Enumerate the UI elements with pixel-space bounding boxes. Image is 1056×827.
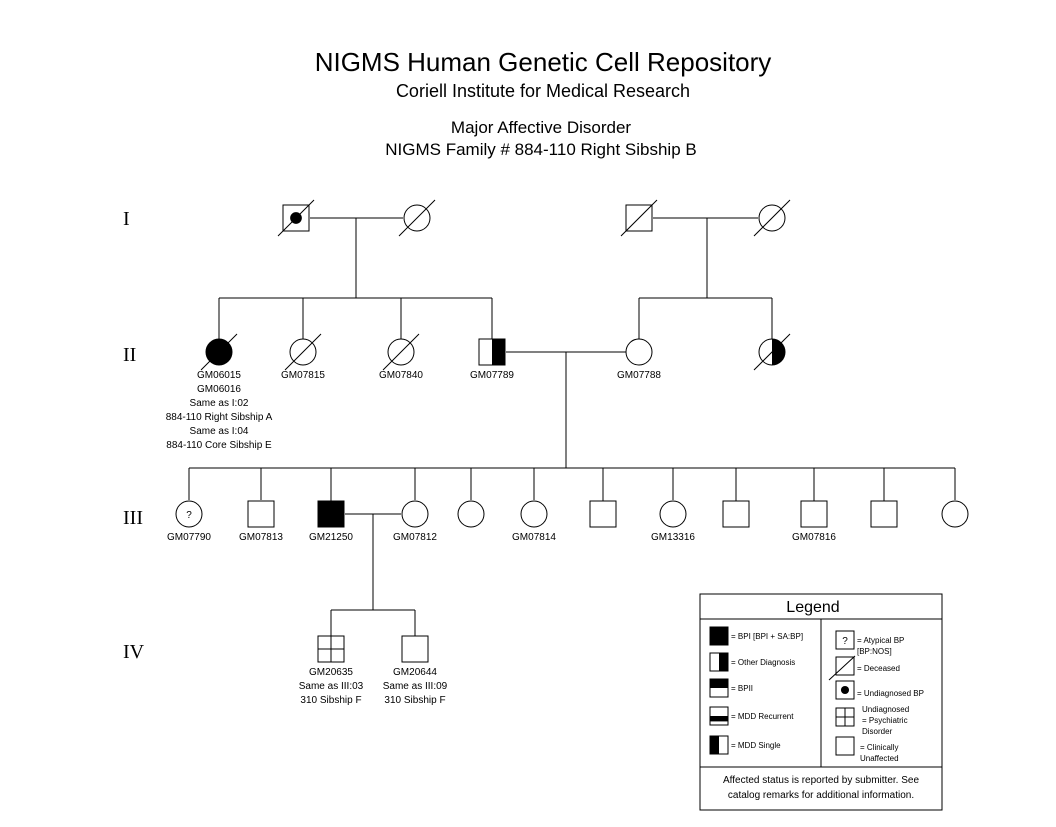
individual-ii2: GM07815 bbox=[281, 333, 325, 381]
individual-label: GM06016 bbox=[197, 384, 241, 395]
individual-ii4: GM07789 bbox=[470, 338, 514, 381]
individual-label: GM20635 bbox=[309, 667, 353, 678]
legend-label: = Undiagnosed BP bbox=[857, 689, 924, 698]
individual-label: GM07816 bbox=[792, 532, 836, 543]
repository-title: NIGMS Human Genetic Cell Repository bbox=[315, 47, 772, 77]
individual-label: GM07814 bbox=[512, 532, 556, 543]
legend-item-mdd-recurrent: = MDD Recurrent bbox=[709, 706, 794, 726]
individual-iii4: GM07812 bbox=[393, 500, 437, 543]
legend-item-bpii: = BPII bbox=[709, 678, 753, 698]
individual-i3 bbox=[620, 199, 658, 237]
individual-iii8: GM13316 bbox=[651, 500, 695, 543]
individual-ii6 bbox=[753, 333, 791, 371]
symbol-mark: ? bbox=[186, 510, 192, 521]
individual-label: GM07789 bbox=[470, 370, 514, 381]
individual-iii1: ? GM07790 bbox=[167, 500, 211, 543]
individual-label: GM06015 bbox=[197, 370, 241, 381]
individual-label: GM07813 bbox=[239, 532, 283, 543]
individual-label: 884-110 Core Sibship E bbox=[166, 440, 272, 451]
institute-name: Coriell Institute for Medical Research bbox=[396, 81, 690, 101]
legend-item-mdd-single: = MDD Single bbox=[709, 735, 781, 755]
individual-iii7 bbox=[589, 500, 617, 528]
individual-label: 884-110 Right Sibship A bbox=[166, 412, 273, 423]
legend-label: = Atypical BP bbox=[857, 636, 904, 645]
individual-iii3: GM21250 bbox=[309, 500, 353, 543]
generation-label-i: I bbox=[123, 208, 130, 230]
individual-iii9 bbox=[722, 500, 750, 528]
individual-label: Same as I:02 bbox=[190, 398, 249, 409]
individual-label: 310 Sibship F bbox=[384, 695, 445, 706]
individual-i2 bbox=[398, 199, 436, 237]
individual-i4 bbox=[753, 199, 791, 237]
individual-label: GM07788 bbox=[617, 370, 661, 381]
legend-label: = BPII bbox=[731, 684, 753, 693]
individual-i1 bbox=[277, 199, 315, 237]
individual-iii11 bbox=[870, 500, 898, 528]
legend: Legend = BPI [BPI + SA:BP] = Other Diagnos… bbox=[699, 593, 943, 811]
legend-label: = Deceased bbox=[857, 664, 900, 673]
individual-ii3: GM07840 bbox=[379, 333, 423, 381]
individual-ii5: GM07788 bbox=[617, 338, 661, 381]
individual-iii6: GM07814 bbox=[512, 500, 556, 543]
legend-label: = BPI [BPI + SA:BP] bbox=[731, 632, 803, 641]
legend-item-undiagnosed-bp: = Undiagnosed BP bbox=[835, 680, 924, 700]
legend-label: = MDD Recurrent bbox=[731, 712, 794, 721]
generation-label-ii: II bbox=[123, 344, 136, 366]
legend-label: Disorder bbox=[862, 727, 893, 736]
legend-label: = Other Diagnosis bbox=[731, 658, 795, 667]
individual-label: GM07790 bbox=[167, 532, 211, 543]
legend-label: = Psychiatric bbox=[862, 716, 908, 725]
individual-label: GM07840 bbox=[379, 370, 423, 381]
legend-title: Legend bbox=[786, 599, 839, 616]
legend-item-deceased: = Deceased bbox=[828, 655, 900, 681]
individual-label: GM20644 bbox=[393, 667, 437, 678]
legend-label: [BP:NOS] bbox=[857, 647, 892, 656]
legend-note: catalog remarks for additional informati… bbox=[728, 790, 914, 801]
individual-label: GM07812 bbox=[393, 532, 437, 543]
legend-label: = Clinically bbox=[860, 743, 898, 752]
individual-iii5 bbox=[457, 500, 485, 528]
individual-label: Same as III:09 bbox=[383, 681, 448, 692]
individual-label: GM07815 bbox=[281, 370, 325, 381]
pedigree-lines bbox=[188, 217, 956, 636]
individual-label: Same as I:04 bbox=[190, 426, 249, 437]
individual-iii12 bbox=[941, 500, 969, 528]
individual-label: 310 Sibship F bbox=[300, 695, 361, 706]
legend-item-atypical-bp: ? = Atypical BP [BP:NOS] bbox=[835, 630, 904, 656]
legend-item-bpi: = BPI [BPI + SA:BP] bbox=[709, 626, 803, 646]
generation-label-iii: III bbox=[123, 507, 143, 529]
individual-iii2: GM07813 bbox=[239, 500, 283, 543]
family-title: NIGMS Family # 884-110 Right Sibship B bbox=[385, 140, 696, 159]
individual-label: Same as III:03 bbox=[299, 681, 364, 692]
legend-note: Affected status is reported by submitter… bbox=[723, 775, 919, 786]
legend-label: Undiagnosed bbox=[862, 705, 909, 714]
symbol-mark: ? bbox=[842, 636, 848, 647]
disorder-title: Major Affective Disorder bbox=[451, 118, 631, 137]
individual-label: GM21250 bbox=[309, 532, 353, 543]
legend-label: = MDD Single bbox=[731, 741, 781, 750]
individual-iii10: GM07816 bbox=[792, 500, 836, 543]
legend-label: Unaffected bbox=[860, 754, 899, 763]
individual-label: GM13316 bbox=[651, 532, 695, 543]
generation-label-iv: IV bbox=[123, 641, 145, 663]
legend-item-other-diagnosis: = Other Diagnosis bbox=[709, 652, 795, 672]
